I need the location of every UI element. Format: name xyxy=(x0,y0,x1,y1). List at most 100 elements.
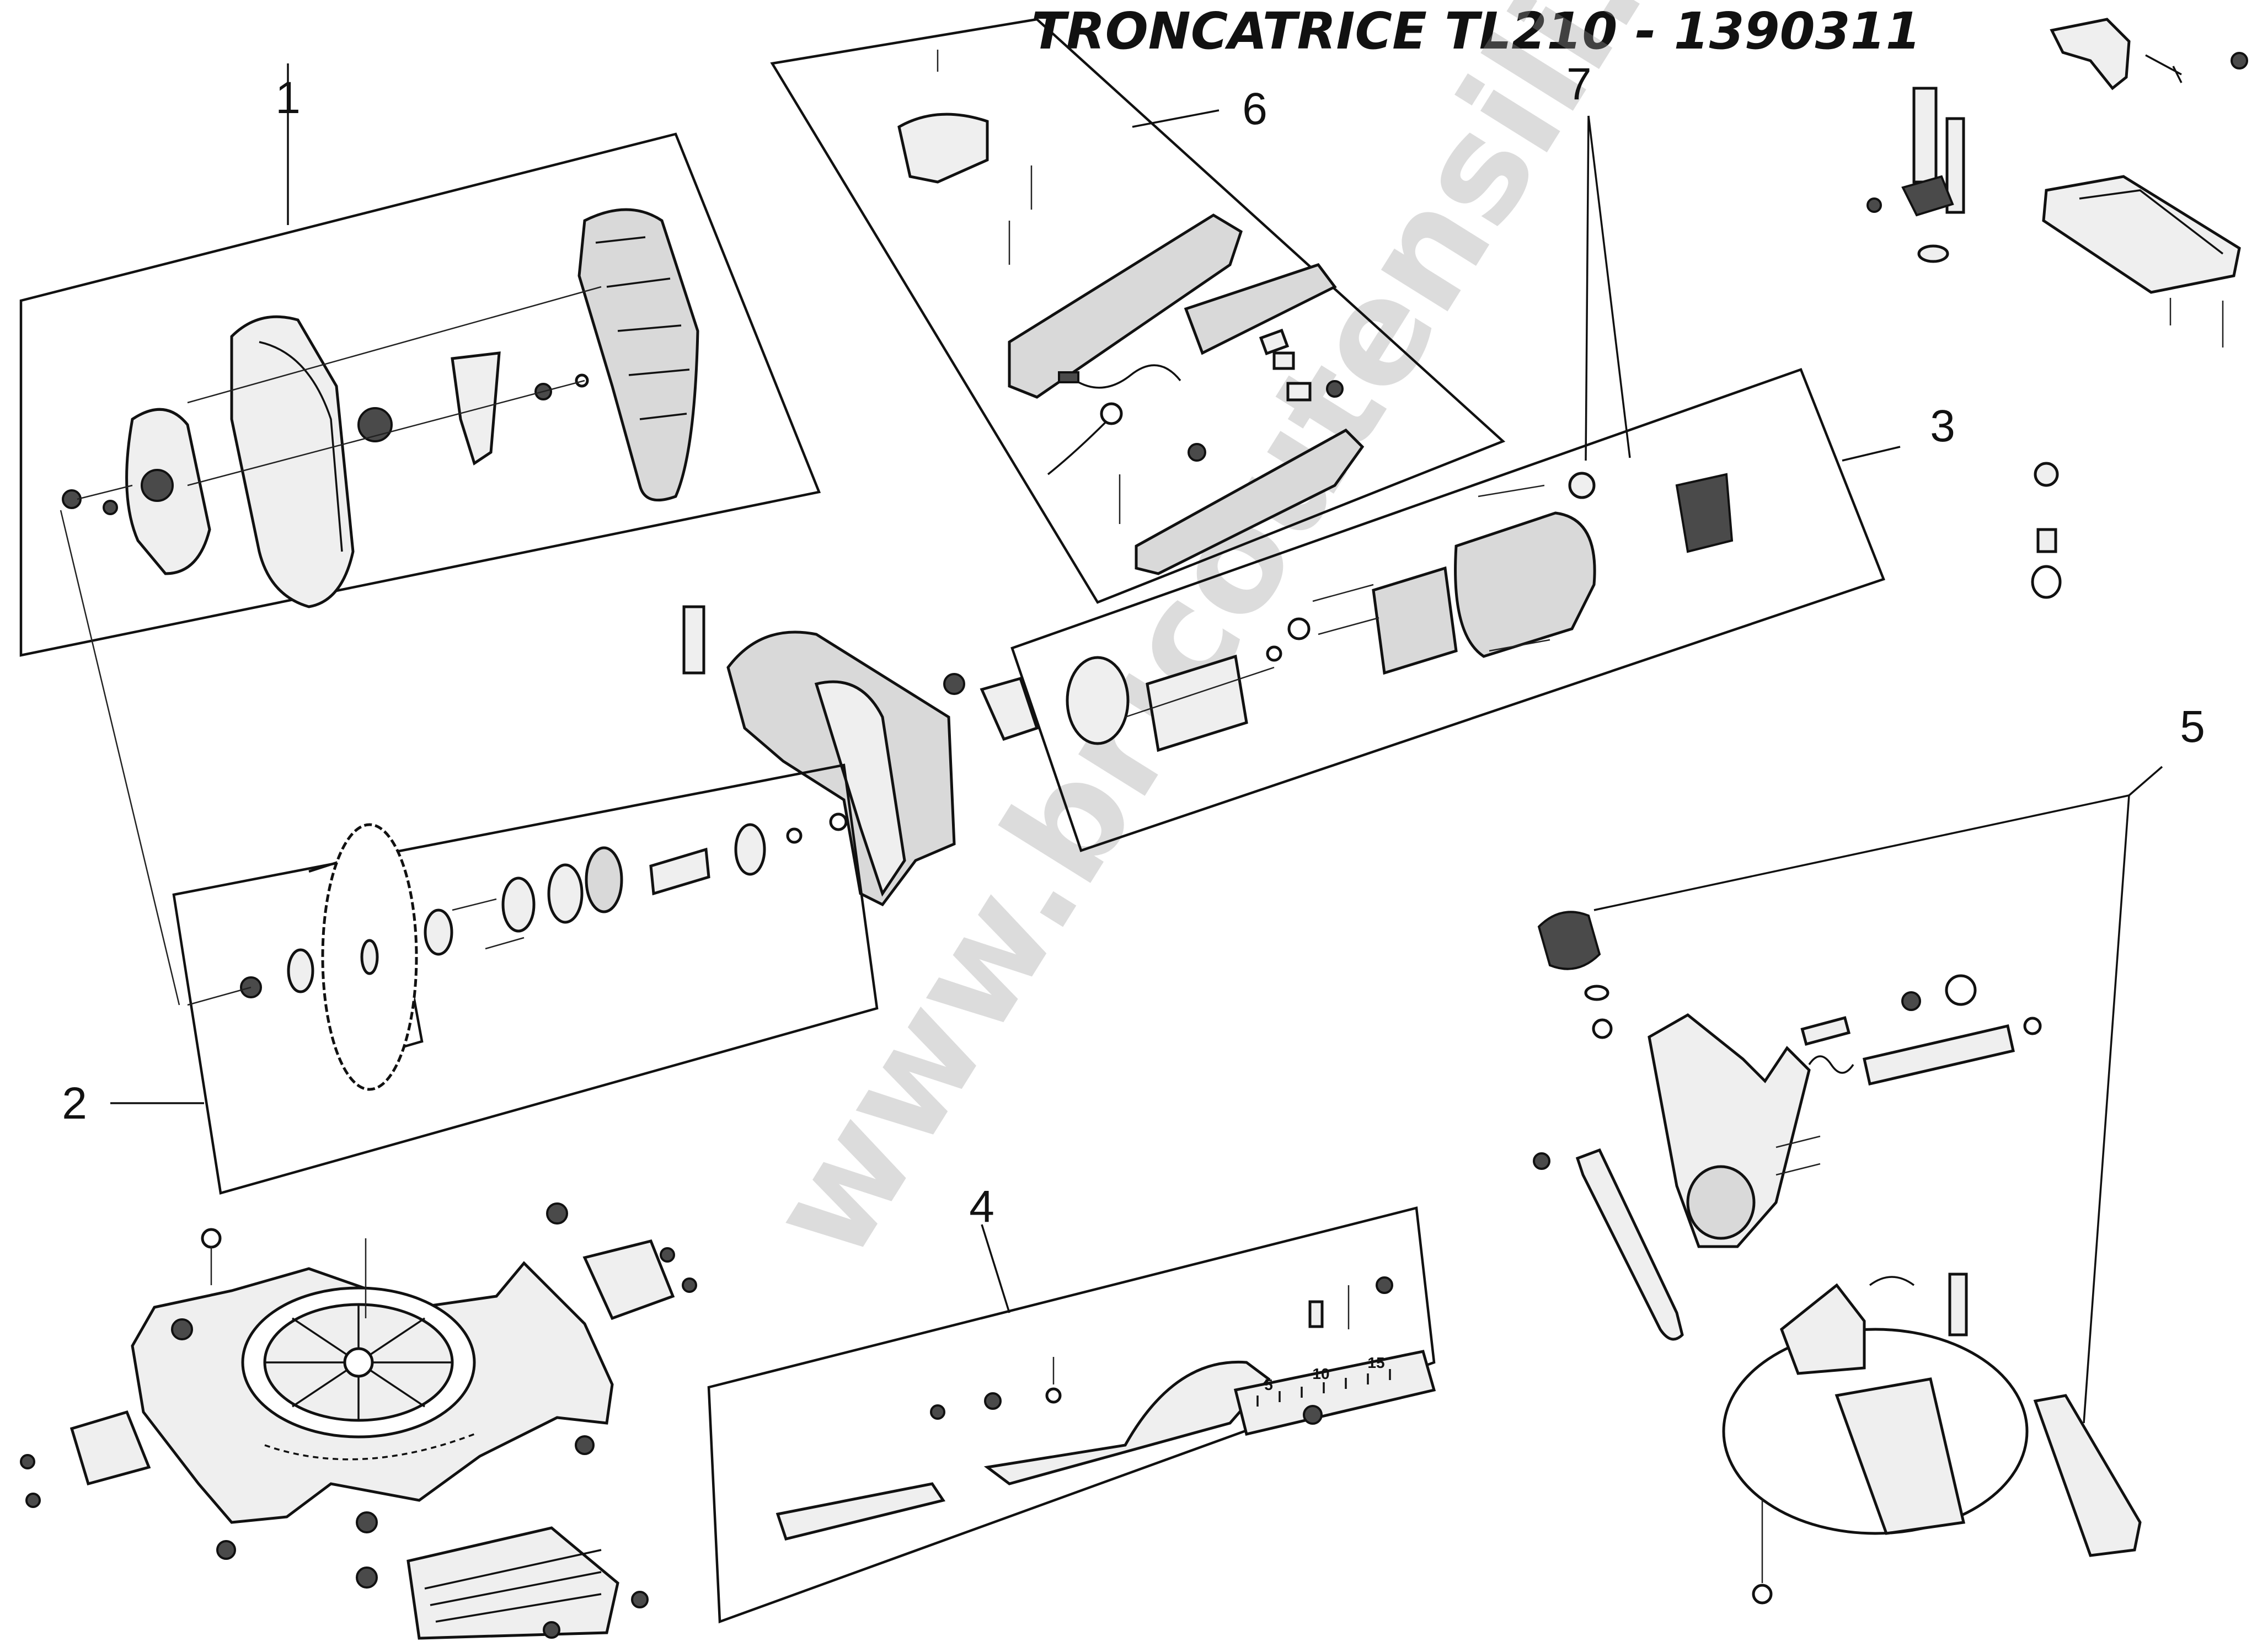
miter-scale xyxy=(264,1433,475,1461)
arm-bolt xyxy=(682,605,705,675)
cable-connector xyxy=(1058,371,1079,383)
accessory-screw xyxy=(2231,52,2248,69)
motor-end-cap xyxy=(1675,473,1734,553)
group-2-blade-spindle: 2 xyxy=(60,510,879,1195)
spindle-bushing xyxy=(829,812,848,831)
group-3-leader xyxy=(1842,446,1901,462)
arm-spring xyxy=(943,673,965,695)
turntable-bolt xyxy=(1948,1273,1968,1336)
clamp-arm xyxy=(1901,175,1954,217)
switch-parts xyxy=(1259,328,1344,402)
base-assembly xyxy=(20,1202,697,1640)
group-1-label: 1 xyxy=(275,73,301,123)
outer-flange xyxy=(287,948,314,993)
outer-guard-cover xyxy=(577,208,699,502)
scale-label-5: 5 xyxy=(1264,1376,1273,1393)
clamp-rod xyxy=(1912,87,1938,184)
spindle-shaft xyxy=(649,847,710,896)
return-spring xyxy=(357,407,393,442)
insert-screws xyxy=(2169,298,2224,347)
rear-extension-slots xyxy=(424,1549,602,1623)
insert-slot xyxy=(2079,189,2224,255)
motor-screws xyxy=(1312,484,1550,652)
bevel-rod xyxy=(1863,1024,2015,1086)
group-5-label: 5 xyxy=(2180,702,2205,752)
scale-ticks xyxy=(1256,1369,1391,1407)
group-2-label: 2 xyxy=(62,1078,87,1129)
armature-core xyxy=(1146,654,1248,752)
main-fence xyxy=(983,1360,1271,1485)
group-4-leader xyxy=(981,1224,1010,1313)
bevel-lock-knob xyxy=(1537,911,1601,970)
turntable-scale-arc xyxy=(1869,1276,1915,1286)
bearing-retainer xyxy=(1066,656,1130,745)
accessories-top-right xyxy=(1866,18,2248,599)
arm-bracket xyxy=(980,676,1039,741)
clamp-washer xyxy=(1917,244,1949,263)
inner-guard-shell xyxy=(230,315,355,608)
spindle-rear-bearing xyxy=(734,823,766,876)
turntable-fence-mount xyxy=(1780,1283,1866,1375)
guard-nut xyxy=(575,373,589,388)
left-extension xyxy=(69,1410,151,1486)
knob-nut xyxy=(1592,1018,1613,1039)
guard-axis-line-2 xyxy=(187,379,585,486)
handle-spring xyxy=(1188,443,1206,462)
group-3-frame xyxy=(1010,368,1885,852)
right-extension xyxy=(582,1239,675,1320)
group-5-leader-2 xyxy=(2083,795,2130,1424)
pointer-screw xyxy=(1533,1152,1550,1170)
saw-arm-gearbox xyxy=(682,605,1039,907)
outer-guard-ribs xyxy=(595,236,690,420)
spindle-screws xyxy=(452,898,525,950)
inner-flange xyxy=(424,908,453,956)
bevel-pin-spring xyxy=(1901,991,1921,1011)
group-4-label: 4 xyxy=(969,1181,994,1232)
handle-body-lower xyxy=(1135,428,1365,575)
dust-bag-adapter xyxy=(2050,18,2131,90)
group-5-leader-1 xyxy=(1593,794,2130,911)
turntable-kerf-plate xyxy=(1835,1377,1966,1535)
fence-adjust-knob xyxy=(1303,1405,1323,1425)
blade-axis-line xyxy=(60,510,180,1006)
group-4-frame xyxy=(707,1206,1436,1624)
table-insert-plate xyxy=(2042,175,2241,294)
spindle-bearing xyxy=(547,863,584,924)
armature-shaft xyxy=(1125,666,1275,718)
handle-trigger-housing xyxy=(1184,263,1337,355)
scale-label-10: 10 xyxy=(1312,1365,1329,1382)
turntable-screws xyxy=(1752,1135,1821,1605)
stop-pin-body xyxy=(2036,528,2057,553)
flange-hub xyxy=(141,469,174,502)
group-4-fence: 4 5 10 15 xyxy=(707,1181,1436,1624)
group-6-frame xyxy=(770,18,1506,604)
group-6-handle: 6 xyxy=(770,18,1506,604)
handle-screws xyxy=(937,50,1121,524)
motor-bearing xyxy=(1287,617,1311,640)
guard-axis-line-1 xyxy=(187,286,602,404)
handle-body-upper xyxy=(1008,213,1243,399)
bevel-rod-cap xyxy=(2023,1017,2042,1035)
group-1-blade-guard: 1 xyxy=(19,63,821,657)
turntable-center xyxy=(343,1347,374,1378)
motor-washer xyxy=(1266,645,1282,662)
group-6-label: 6 xyxy=(1242,84,1267,134)
group-3-label: 3 xyxy=(1930,401,1955,451)
bevel-spring xyxy=(1808,1055,1854,1074)
group-7-brushes: 7 xyxy=(1566,59,1631,499)
stator xyxy=(1372,566,1458,675)
power-cord xyxy=(1047,418,1110,475)
bevel-pin xyxy=(1800,1016,1851,1046)
group-3-motor: 3 xyxy=(1010,368,1955,852)
scale-label-15: 15 xyxy=(1367,1354,1384,1371)
bevel-scale-plate xyxy=(1233,1350,1436,1436)
spindle-washer xyxy=(501,876,536,933)
base-bolts xyxy=(20,1202,697,1639)
stop-pin-cap xyxy=(2031,565,2062,599)
bolt-axis-line xyxy=(187,986,252,1006)
bevel-knob-ball xyxy=(1945,974,1977,1006)
guard-link-plate xyxy=(451,351,501,466)
knob-washer xyxy=(1584,985,1609,1001)
group-1-frame xyxy=(19,132,821,657)
bevel-pivot-hub xyxy=(1686,1165,1756,1240)
